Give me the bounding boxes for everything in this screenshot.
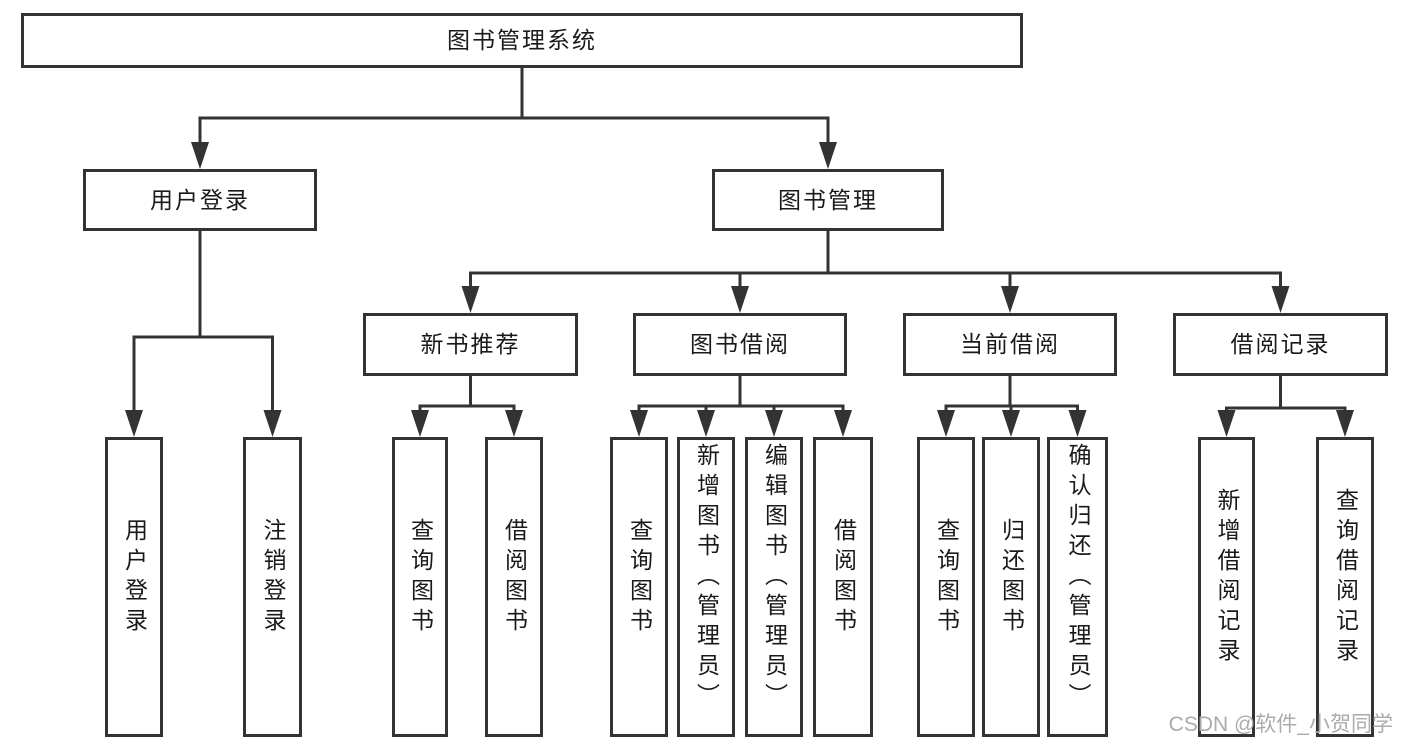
leaf-query-borrow-record: 查询借阅记录 [1316,437,1374,737]
leaf-query-books-borrowing: 查询图书 [610,437,668,737]
node-user-login-branch: 用户登录 [83,169,317,231]
leaf-add-book-admin-label: 新增图书（管理员） [693,443,720,713]
leaf-return-book: 归还图书 [982,437,1040,737]
leaf-confirm-return-admin-label: 确认归还（管理员） [1065,443,1091,713]
leaf-query-borrow-record-label: 查询借阅记录 [1332,488,1359,668]
leaf-query-books-recommend: 查询图书 [392,437,448,737]
leaf-borrow-books-recommend: 借阅图书 [485,437,543,737]
leaf-add-borrow-record: 新增借阅记录 [1198,437,1255,737]
leaf-query-books-current-label: 查询图书 [933,518,960,638]
leaf-query-books-recommend-label: 查询图书 [407,518,434,638]
leaf-user-login: 用户登录 [105,437,163,737]
leaf-add-book-admin: 新增图书（管理员） [677,437,735,737]
leaf-user-login-label: 用户登录 [121,518,148,638]
leaf-borrow-books-borrowing-label: 借阅图书 [830,518,857,638]
leaf-confirm-return-admin: 确认归还（管理员） [1047,437,1108,737]
leaf-edit-book-admin: 编辑图书（管理员） [745,437,803,737]
leaf-edit-book-admin-label: 编辑图书（管理员） [761,443,788,713]
leaf-logout-label: 注销登录 [260,518,286,638]
leaf-logout: 注销登录 [243,437,302,737]
leaf-add-borrow-record-label: 新增借阅记录 [1214,488,1240,668]
node-book-borrowing: 图书借阅 [633,313,847,376]
node-borrow-records: 借阅记录 [1173,313,1388,376]
leaf-borrow-books-borrowing: 借阅图书 [813,437,873,737]
leaf-borrow-books-recommend-label: 借阅图书 [501,518,528,638]
leaf-return-book-label: 归还图书 [998,518,1025,638]
node-new-book-recommend: 新书推荐 [363,313,578,376]
leaf-query-books-borrowing-label: 查询图书 [626,518,653,638]
node-system-root: 图书管理系统 [21,13,1023,68]
node-current-borrowing: 当前借阅 [903,313,1117,376]
leaf-query-books-current: 查询图书 [917,437,975,737]
node-book-management-branch: 图书管理 [712,169,944,231]
